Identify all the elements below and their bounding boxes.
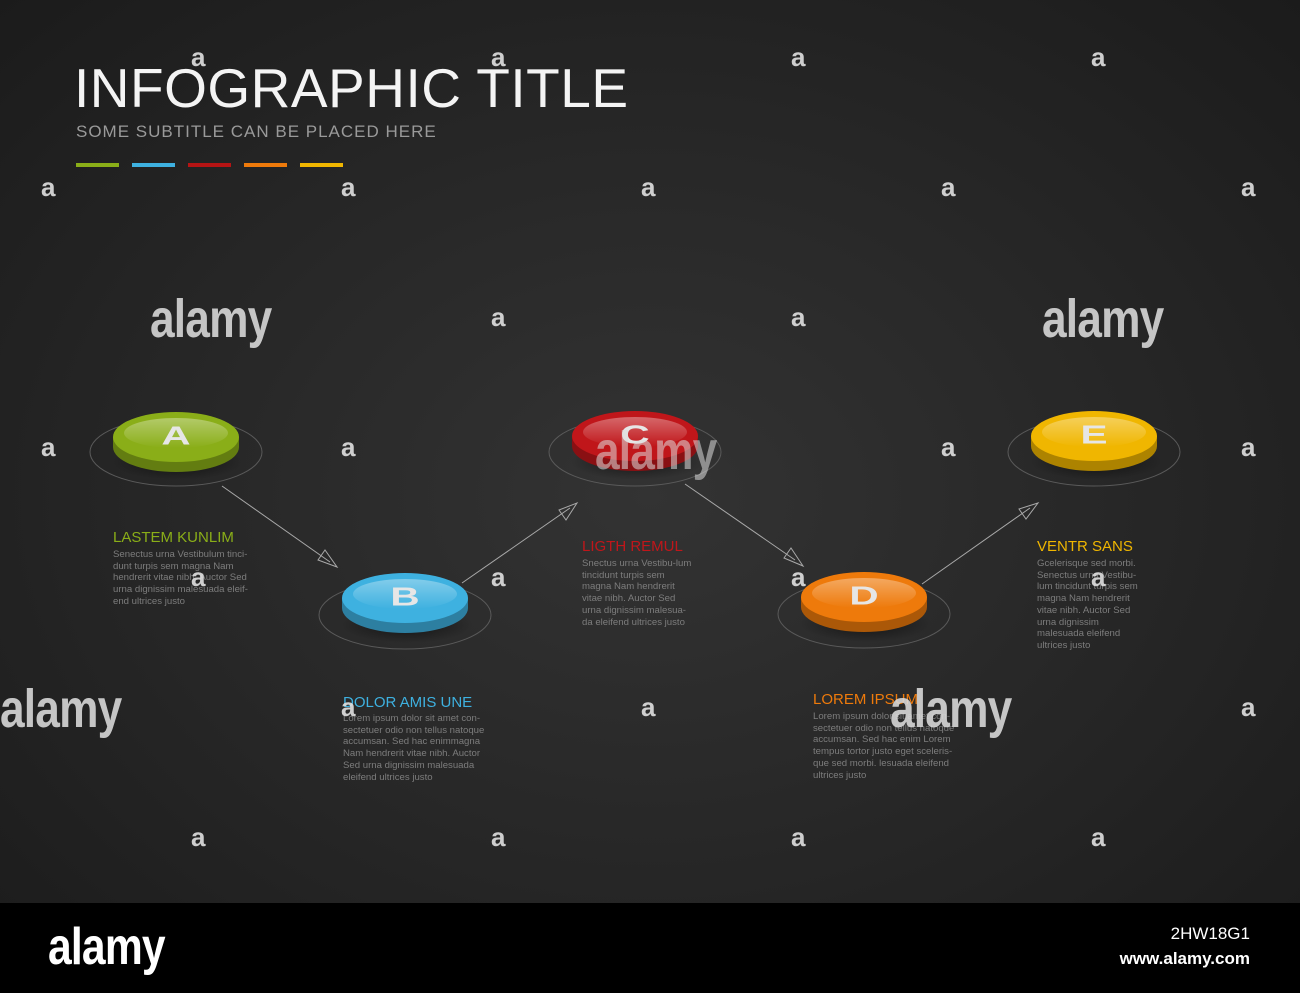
- connector-d-e: [921, 502, 1040, 585]
- watermark-mark: a: [41, 172, 56, 202]
- step-title-e: VENTR SANS: [1037, 538, 1133, 555]
- step-desc-b: Lorem ipsum dolor sit amet con-sectetuer…: [343, 713, 485, 783]
- watermark-mark: a: [791, 822, 806, 852]
- connector-a-b: [221, 485, 339, 569]
- step-letter-d: D: [849, 582, 878, 611]
- watermark-mark: a: [791, 302, 806, 332]
- watermark-mark: a: [491, 822, 506, 852]
- step-letter-e: E: [1080, 421, 1107, 450]
- watermark-mark: a: [1241, 432, 1256, 462]
- watermark-mark: a: [1241, 172, 1256, 202]
- infographic-subtitle: SOME SUBTITLE CAN BE PLACED HERE: [76, 122, 437, 141]
- step-disc-e: E: [1007, 411, 1181, 487]
- step-title-a: LASTEM KUNLIM: [113, 529, 234, 546]
- footer-bar: alamy 2HW18G1 www.alamy.com: [0, 903, 1300, 993]
- watermark-mark: a: [491, 42, 506, 72]
- step-disc-d: D: [777, 572, 951, 649]
- step-disc-a: A: [89, 412, 263, 487]
- watermark-mark: a: [1091, 42, 1106, 72]
- watermark-mark: a: [41, 432, 56, 462]
- step-letter-b: B: [390, 583, 419, 612]
- watermark-logo: alamy: [890, 679, 1012, 739]
- footer-image-id: 2HW18G1: [1170, 924, 1250, 943]
- connector-b-c: [461, 501, 579, 584]
- watermark-mark: a: [791, 562, 806, 592]
- watermark-logo: alamy: [150, 289, 272, 349]
- watermark-mark: a: [191, 822, 206, 852]
- step-disc-c: C: [548, 411, 722, 487]
- step-disc-b: B: [318, 573, 492, 650]
- color-swatch-2: [132, 163, 175, 167]
- color-swatch-5: [300, 163, 343, 167]
- watermark-mark: a: [641, 692, 656, 722]
- step-title-c: LIGTH REMUL: [582, 538, 683, 555]
- step-desc-e: Gcelerisque sed morbi. Senectus urna Ves…: [1037, 558, 1138, 651]
- watermark-mark: a: [941, 432, 956, 462]
- watermark-mark: a: [1091, 562, 1106, 592]
- watermark-mark: a: [191, 42, 206, 72]
- connector-c-d: [684, 483, 805, 568]
- watermark-mark: a: [191, 562, 206, 592]
- infographic-canvas: INFOGRAPHIC TITLE SOME SUBTITLE CAN BE P…: [0, 0, 1300, 903]
- watermark-mark: a: [341, 692, 356, 722]
- color-swatch-1: [76, 163, 119, 167]
- step-title-b: DOLOR AMIS UNE: [343, 694, 473, 711]
- watermark-mark: a: [341, 432, 356, 462]
- watermark-logo: alamy: [1042, 289, 1164, 349]
- watermark-mark: a: [1091, 822, 1106, 852]
- watermark-mark: a: [491, 562, 506, 592]
- step-desc-a: Senectus urna Vestibulum tinci-dunt turp…: [113, 549, 248, 607]
- footer-url: www.alamy.com: [1119, 949, 1250, 968]
- step-letter-a: A: [161, 422, 190, 451]
- step-diagram: A B C D: [89, 411, 1181, 650]
- watermark-mark: a: [641, 172, 656, 202]
- color-swatch-3: [188, 163, 231, 167]
- step-letter-c: C: [620, 421, 649, 450]
- watermark-mark: a: [941, 172, 956, 202]
- watermark-logo: alamy: [0, 679, 122, 739]
- infographic-title: INFOGRAPHIC TITLE: [74, 57, 629, 119]
- watermark-mark: a: [341, 172, 356, 202]
- step-title-d: LOREM IPSUM: [813, 691, 919, 708]
- step-desc-d: Lorem ipsum dolor sit amet con-sectetuer…: [813, 711, 955, 781]
- step-desc-c: Snectus urna Vestibu-lum tincidunt turpi…: [582, 558, 692, 628]
- watermark-logo: alamy: [595, 421, 717, 481]
- footer-logo: alamy: [48, 918, 166, 976]
- watermark-mark: a: [1241, 692, 1256, 722]
- watermark-mark: a: [491, 302, 506, 332]
- watermark-mark: a: [791, 42, 806, 72]
- color-swatch-4: [244, 163, 287, 167]
